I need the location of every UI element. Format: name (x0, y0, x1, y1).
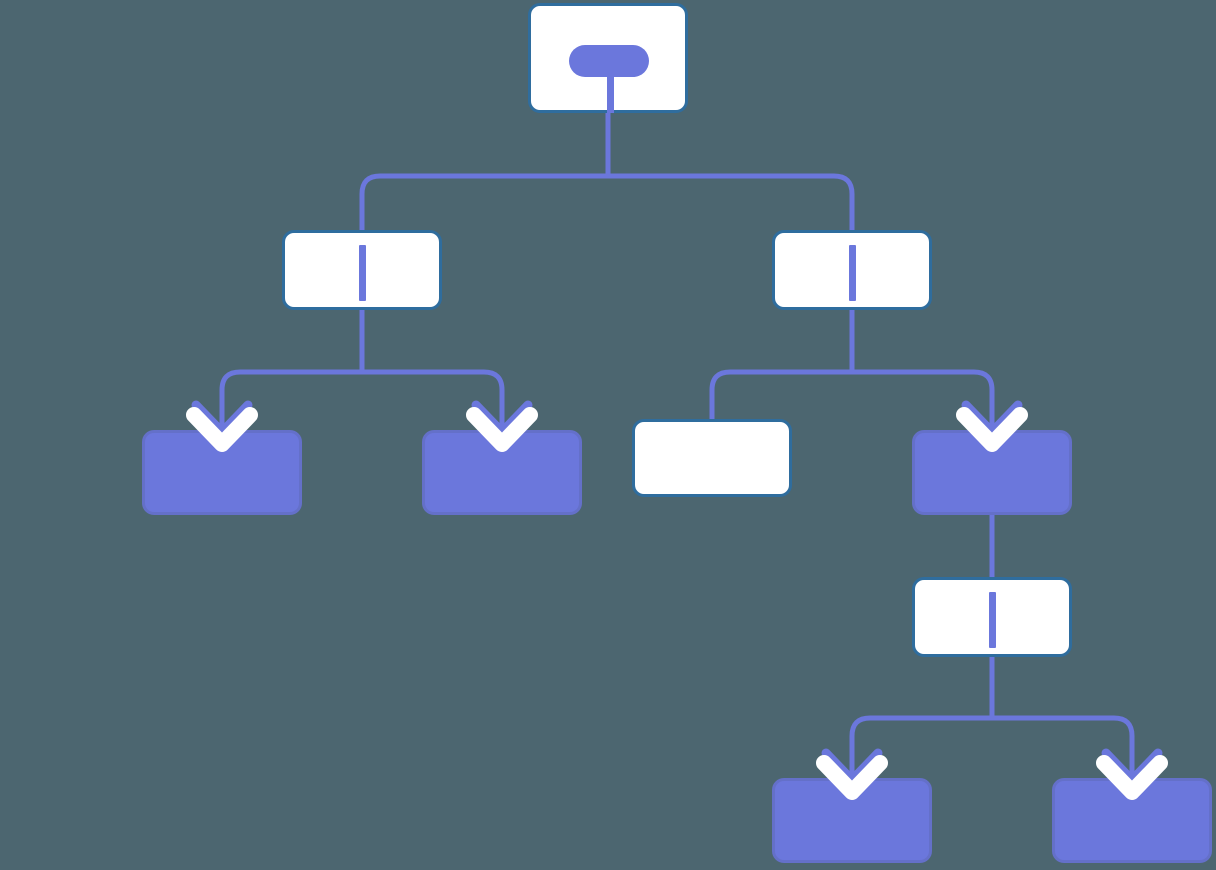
level4-node[interactable] (912, 577, 1072, 657)
level2-right-node[interactable] (772, 230, 932, 310)
root-stem-shape (607, 71, 614, 113)
level5-left-node[interactable] (772, 778, 932, 863)
level5-right-node[interactable] (1052, 778, 1212, 863)
level2-left-node[interactable] (282, 230, 442, 310)
level2-right-inner-bar (848, 245, 856, 301)
root-node[interactable] (528, 3, 688, 113)
level3-node-b[interactable] (422, 430, 582, 515)
level3-node-a[interactable] (142, 430, 302, 515)
level3-node-d[interactable] (912, 430, 1072, 515)
level2-left-inner-bar (358, 245, 366, 301)
level3-node-c[interactable] (632, 419, 792, 497)
level4-inner-bar (988, 592, 996, 648)
